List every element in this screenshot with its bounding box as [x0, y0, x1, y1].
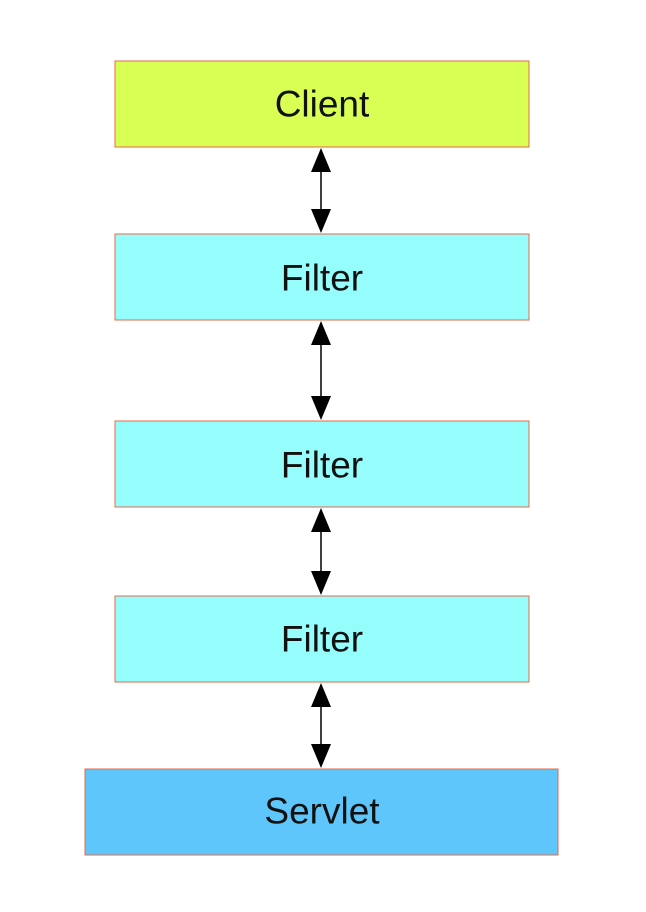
bidirectional-arrow-4: [311, 683, 331, 768]
bidirectional-arrow-1: [311, 148, 331, 233]
bidirectional-arrow-3: [311, 508, 331, 595]
servlet-box: [84, 768, 559, 856]
arrowhead-down: [311, 396, 331, 420]
filter-box-2: [114, 420, 530, 508]
arrowhead-down: [311, 209, 331, 233]
arrowhead-up: [311, 683, 331, 707]
client-node: Client: [114, 60, 530, 148]
arrowhead-up: [311, 508, 331, 532]
arrowhead-down: [311, 744, 331, 768]
filter-node-2: Filter: [114, 420, 530, 508]
filter-node-1: Filter: [114, 233, 530, 321]
client-label: Client: [275, 84, 370, 125]
filter-node-3: Filter: [114, 595, 530, 683]
filter-box-1: [114, 233, 530, 321]
filter-box-3: [114, 595, 530, 683]
filter-label-1: Filter: [281, 258, 363, 299]
servlet-node: Servlet: [84, 768, 559, 856]
arrowhead-down: [311, 571, 331, 595]
servlet-label: Servlet: [264, 791, 380, 832]
filter-label-3: Filter: [281, 619, 363, 660]
arrowhead-up: [311, 321, 331, 345]
bidirectional-arrow-2: [311, 321, 331, 420]
filter-label-2: Filter: [281, 445, 363, 486]
client-box: [114, 60, 530, 148]
arrowhead-up: [311, 148, 331, 172]
